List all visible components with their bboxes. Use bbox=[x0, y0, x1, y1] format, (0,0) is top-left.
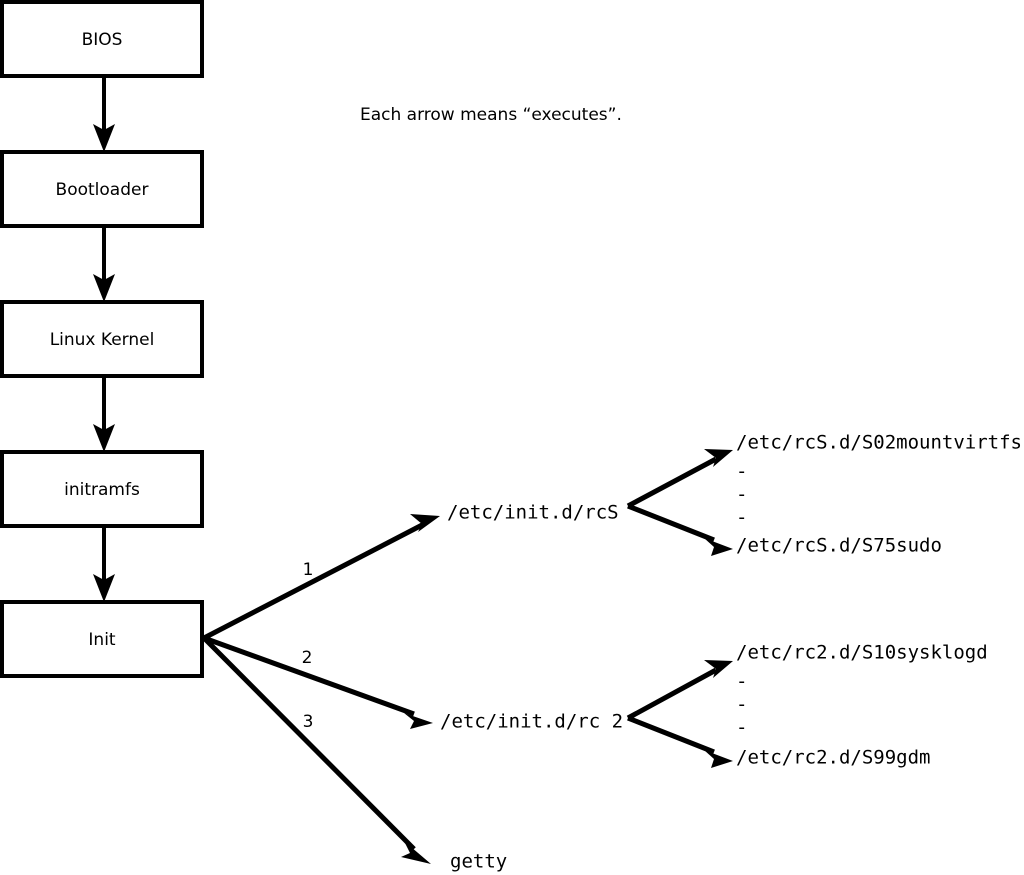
branch-number-1: 1 bbox=[303, 560, 314, 580]
node-linux-kernel-label: Linux Kernel bbox=[50, 330, 155, 350]
label-init-d-rc2[interactable]: /etc/init.d/rc 2 bbox=[440, 711, 623, 733]
node-init-label: Init bbox=[88, 630, 116, 650]
arrow-head-icon bbox=[93, 124, 115, 152]
node-init[interactable]: Init bbox=[0, 600, 204, 678]
arrow-rc2-to-first-script bbox=[626, 660, 733, 721]
label-rc2-last-script[interactable]: /etc/rc2.d/S99gdm bbox=[736, 747, 930, 769]
diagram-caption: Each arrow means “executes”. bbox=[360, 105, 622, 125]
arrow-init-to-getty bbox=[202, 636, 431, 864]
arrow-rc2-to-last-script bbox=[627, 715, 733, 768]
node-bootloader[interactable]: Bootloader bbox=[0, 150, 204, 228]
arrow-head-icon bbox=[404, 713, 433, 729]
label-getty[interactable]: getty bbox=[450, 851, 507, 873]
arrow-head-icon bbox=[410, 514, 440, 532]
rc2-ellipsis-dash-3: - bbox=[736, 717, 747, 739]
branch-number-3: 3 bbox=[303, 712, 314, 732]
rc2-ellipsis-dash-1: - bbox=[736, 671, 747, 693]
node-linux-kernel-rect bbox=[0, 300, 204, 378]
rc2-fanout-group: /etc/rc2.d/S10sysklogd - - - /etc/rc2.d/… bbox=[626, 642, 988, 769]
node-bios-rect bbox=[0, 0, 204, 78]
arrow-init-to-rcs bbox=[202, 514, 440, 641]
label-rcs-first-script[interactable]: /etc/rcS.d/S02mountvirtfs bbox=[736, 432, 1022, 454]
arrow-init-to-rc2 bbox=[203, 635, 433, 729]
init-fanout-group: 1 2 3 /etc/init.d/rcS /etc/init.d/rc 2 g… bbox=[202, 502, 623, 873]
arrow-rcs-to-first-script bbox=[626, 449, 733, 509]
arrow-head-icon bbox=[401, 841, 431, 864]
arrow-head-icon bbox=[704, 449, 733, 467]
node-init-rect bbox=[0, 600, 204, 678]
arrow-head-icon bbox=[93, 574, 115, 602]
arrow-head-icon bbox=[93, 424, 115, 452]
arrow-rcs-to-last-script bbox=[627, 503, 733, 556]
node-bios-label: BIOS bbox=[82, 30, 123, 50]
rc2-ellipsis-dash-2: - bbox=[736, 694, 747, 716]
vertical-connectors-group bbox=[93, 76, 115, 602]
arrow-bootloader-to-kernel bbox=[93, 226, 115, 302]
arrow-kernel-to-initramfs bbox=[93, 376, 115, 452]
node-bootloader-label: Bootloader bbox=[56, 180, 149, 200]
branch-number-2: 2 bbox=[302, 648, 313, 668]
rcs-fanout-group: /etc/rcS.d/S02mountvirtfs - - - /etc/rcS… bbox=[626, 432, 1022, 557]
rcs-ellipsis-dash-1: - bbox=[736, 461, 747, 483]
label-init-d-rcs[interactable]: /etc/init.d/rcS bbox=[447, 502, 619, 524]
node-linux-kernel[interactable]: Linux Kernel bbox=[0, 300, 204, 378]
label-rcs-last-script[interactable]: /etc/rcS.d/S75sudo bbox=[736, 535, 942, 557]
node-bios[interactable]: BIOS bbox=[0, 0, 204, 78]
arrow-initramfs-to-init bbox=[93, 526, 115, 602]
rcs-ellipsis-dash-2: - bbox=[736, 484, 747, 506]
arrow-bios-to-bootloader bbox=[93, 76, 115, 152]
arrow-head-icon bbox=[93, 274, 115, 302]
arrow-head-icon bbox=[704, 538, 733, 556]
node-initramfs-rect bbox=[0, 450, 204, 528]
arrow-head-icon bbox=[704, 750, 733, 768]
boot-chain-group: BIOS Bootloader Linux Kernel initramfs I… bbox=[0, 0, 204, 678]
arrow-head-icon bbox=[704, 660, 733, 678]
node-initramfs-label: initramfs bbox=[64, 480, 140, 500]
label-rc2-first-script[interactable]: /etc/rc2.d/S10sysklogd bbox=[736, 642, 988, 664]
node-initramfs[interactable]: initramfs bbox=[0, 450, 204, 528]
rcs-ellipsis-dash-3: - bbox=[736, 507, 747, 529]
